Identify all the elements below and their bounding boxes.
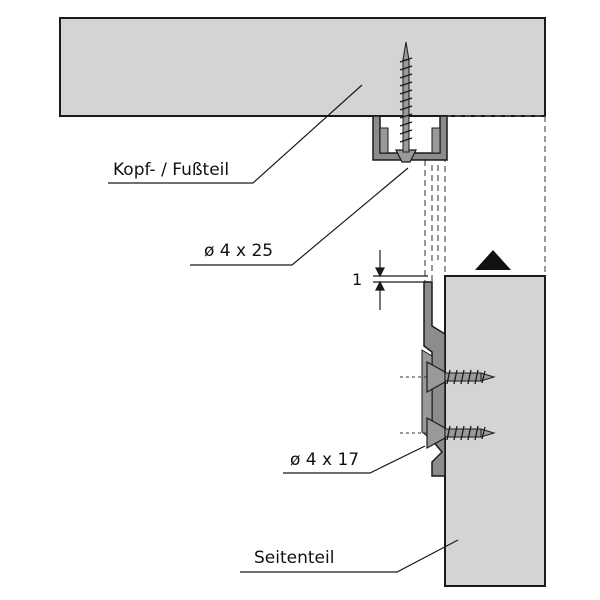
- dashed-outline: [424, 115, 546, 282]
- gap-dimension: [373, 250, 428, 310]
- label-head-foot-part: Kopf- / Fußteil: [113, 160, 229, 180]
- label-screw-side: ø 4 x 17: [290, 450, 359, 470]
- leader-screw-top: [190, 167, 409, 266]
- label-screw-top: ø 4 x 25: [204, 241, 273, 261]
- direction-triangle: [475, 250, 511, 270]
- screw-side-2: [400, 416, 496, 450]
- leader-head-foot: [108, 84, 363, 184]
- label-gap: 1: [352, 270, 362, 289]
- screw-top: [395, 41, 417, 163]
- screw-side-1: [400, 360, 496, 394]
- leader-screw-side: [283, 445, 426, 474]
- leader-side-panel: [240, 539, 459, 573]
- label-side-panel: Seitenteil: [254, 548, 334, 568]
- top-bracket: [372, 115, 448, 161]
- top-panel: [59, 17, 546, 117]
- leader-lines: [108, 84, 459, 573]
